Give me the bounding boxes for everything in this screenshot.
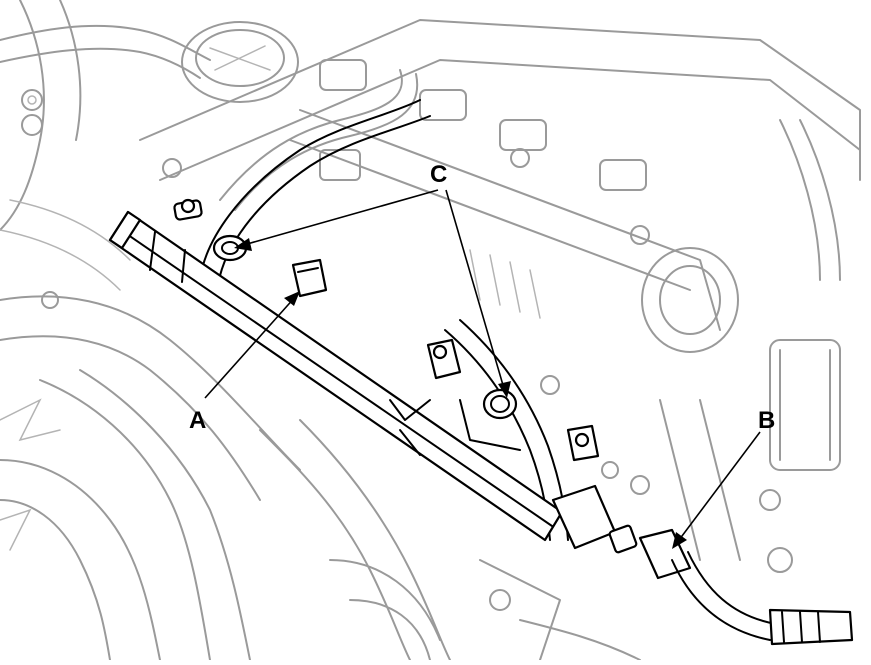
fuel-rail [108, 210, 564, 542]
injector-connector-1 [173, 198, 203, 221]
callout-label-c: C [430, 161, 447, 188]
callout-label-b: B [758, 407, 775, 434]
callout-label-a: A [189, 407, 206, 434]
injector-connector-6 [566, 424, 600, 462]
injector-connector-4 [426, 338, 462, 380]
leader-lines [204, 189, 761, 549]
fuel-feed-line [551, 484, 854, 646]
injector-connector-5 [482, 388, 518, 420]
injector-connector-3 [291, 258, 328, 298]
injector-connector-2 [212, 234, 248, 262]
